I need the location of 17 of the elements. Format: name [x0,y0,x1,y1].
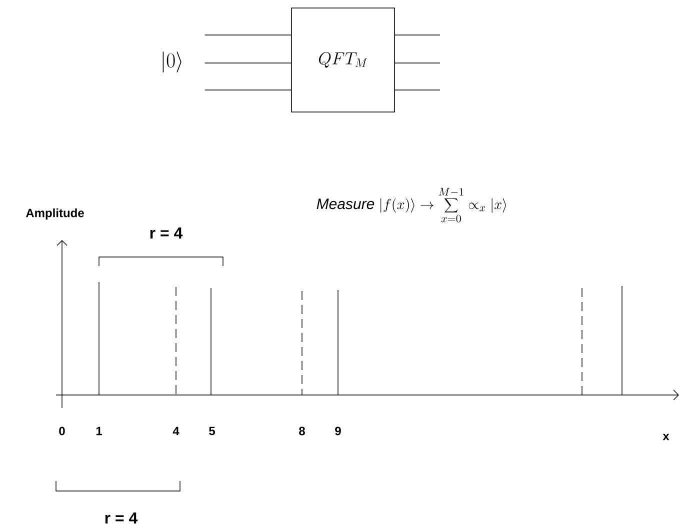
wire [204,34,292,36]
wire [394,62,440,64]
tick-label: 8 [299,426,305,436]
wire [204,62,292,64]
axis-title: x [662,434,670,440]
ket-label: $|0\rangle$ [162,52,182,72]
tick-label: 0 [59,426,65,436]
axis-title: Amplitude [26,208,84,220]
period-label: r = 4 [105,512,138,524]
tick-label: 9 [335,426,341,436]
measure-formula: $\mathit{Measure}\ |f(x)\rangle \rightarrow \sum_{x=0}^{M-1} \propto_x |x\rangle$ [316,188,506,222]
tick-label: 5 [209,426,215,436]
wire [394,34,440,36]
tick-label: 1 [96,426,102,436]
tick-label: 4 [172,426,180,436]
period-label: r = 4 [150,228,183,238]
gate-box: $QFT_M$ [291,8,395,112]
